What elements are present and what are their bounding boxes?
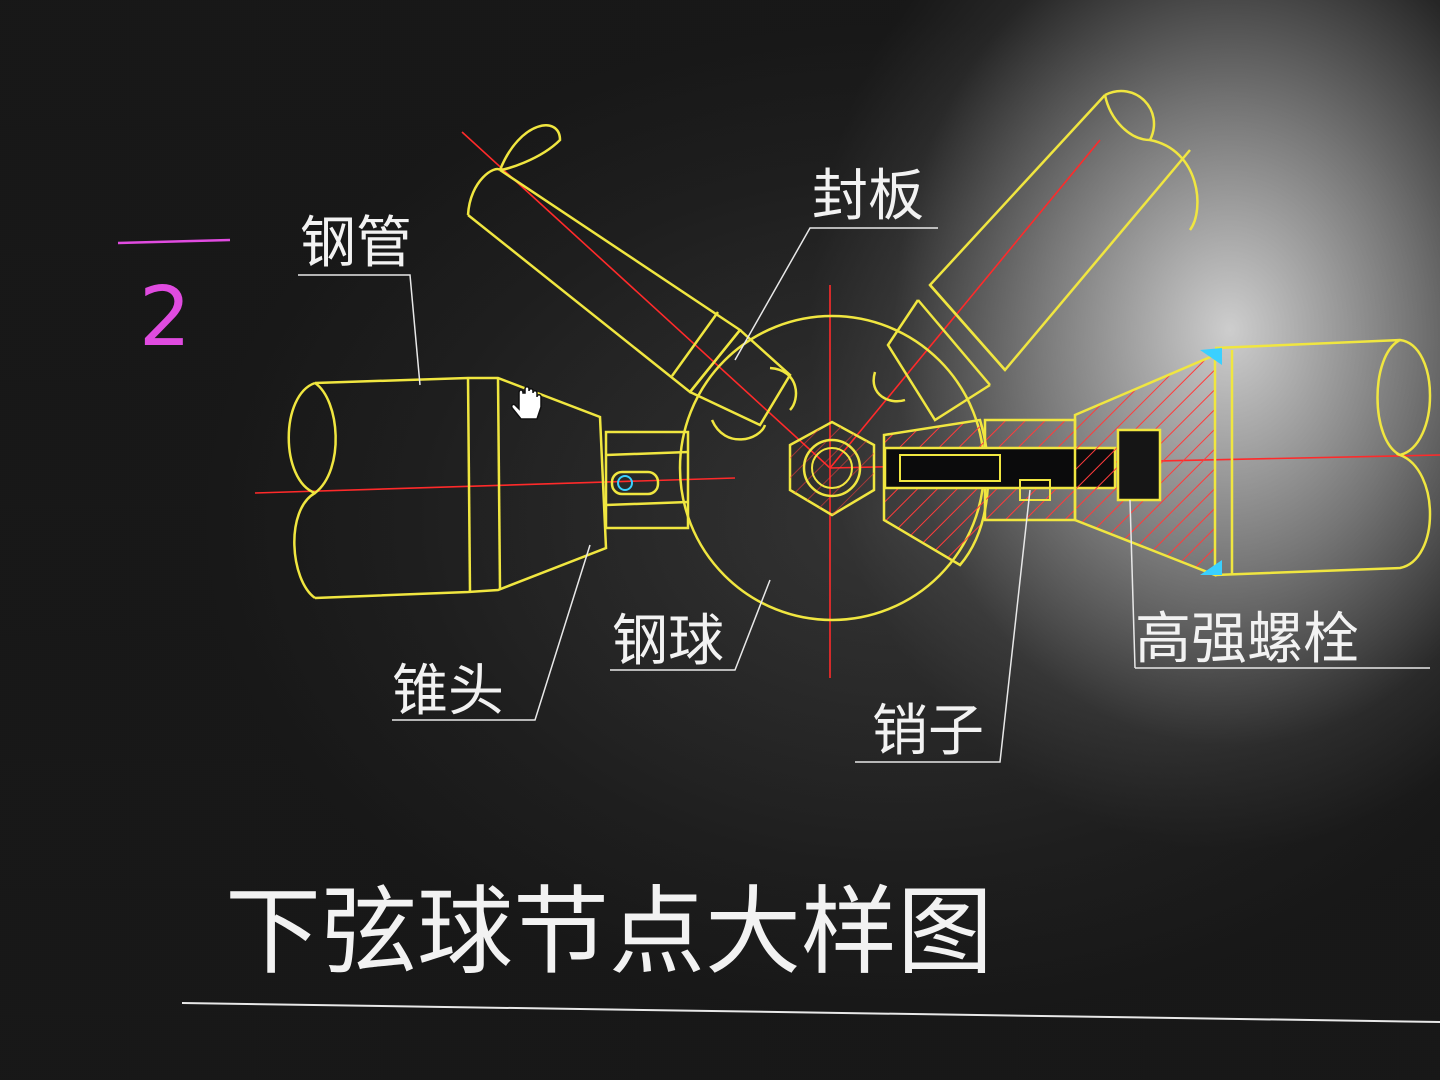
right-assembly [882, 338, 1432, 577]
label-cover-plate: 封板 [812, 164, 924, 229]
label-high-strength-bolt: 高强螺栓 [1135, 607, 1359, 672]
left-pin-mark [617, 475, 633, 491]
label-steel-ball: 钢球 [612, 609, 724, 674]
left-pipe-assembly [287, 376, 690, 600]
label-cone-head: 锥头 [392, 659, 504, 724]
label-pin: 销子 [872, 699, 984, 764]
leader-lines [298, 227, 1430, 763]
label-steel-pipe: 钢管 [300, 211, 412, 276]
drawing-title: 下弦球节点大样图 [225, 876, 993, 988]
title-underline [181, 1002, 1440, 1023]
upper-right-pipe [872, 89, 1199, 422]
detail-tag-bar [117, 238, 231, 245]
center-nut [788, 420, 876, 517]
hand-pointer-icon [511, 386, 542, 420]
detail-number: 2 [139, 270, 191, 365]
upper-left-pipe [466, 124, 798, 441]
